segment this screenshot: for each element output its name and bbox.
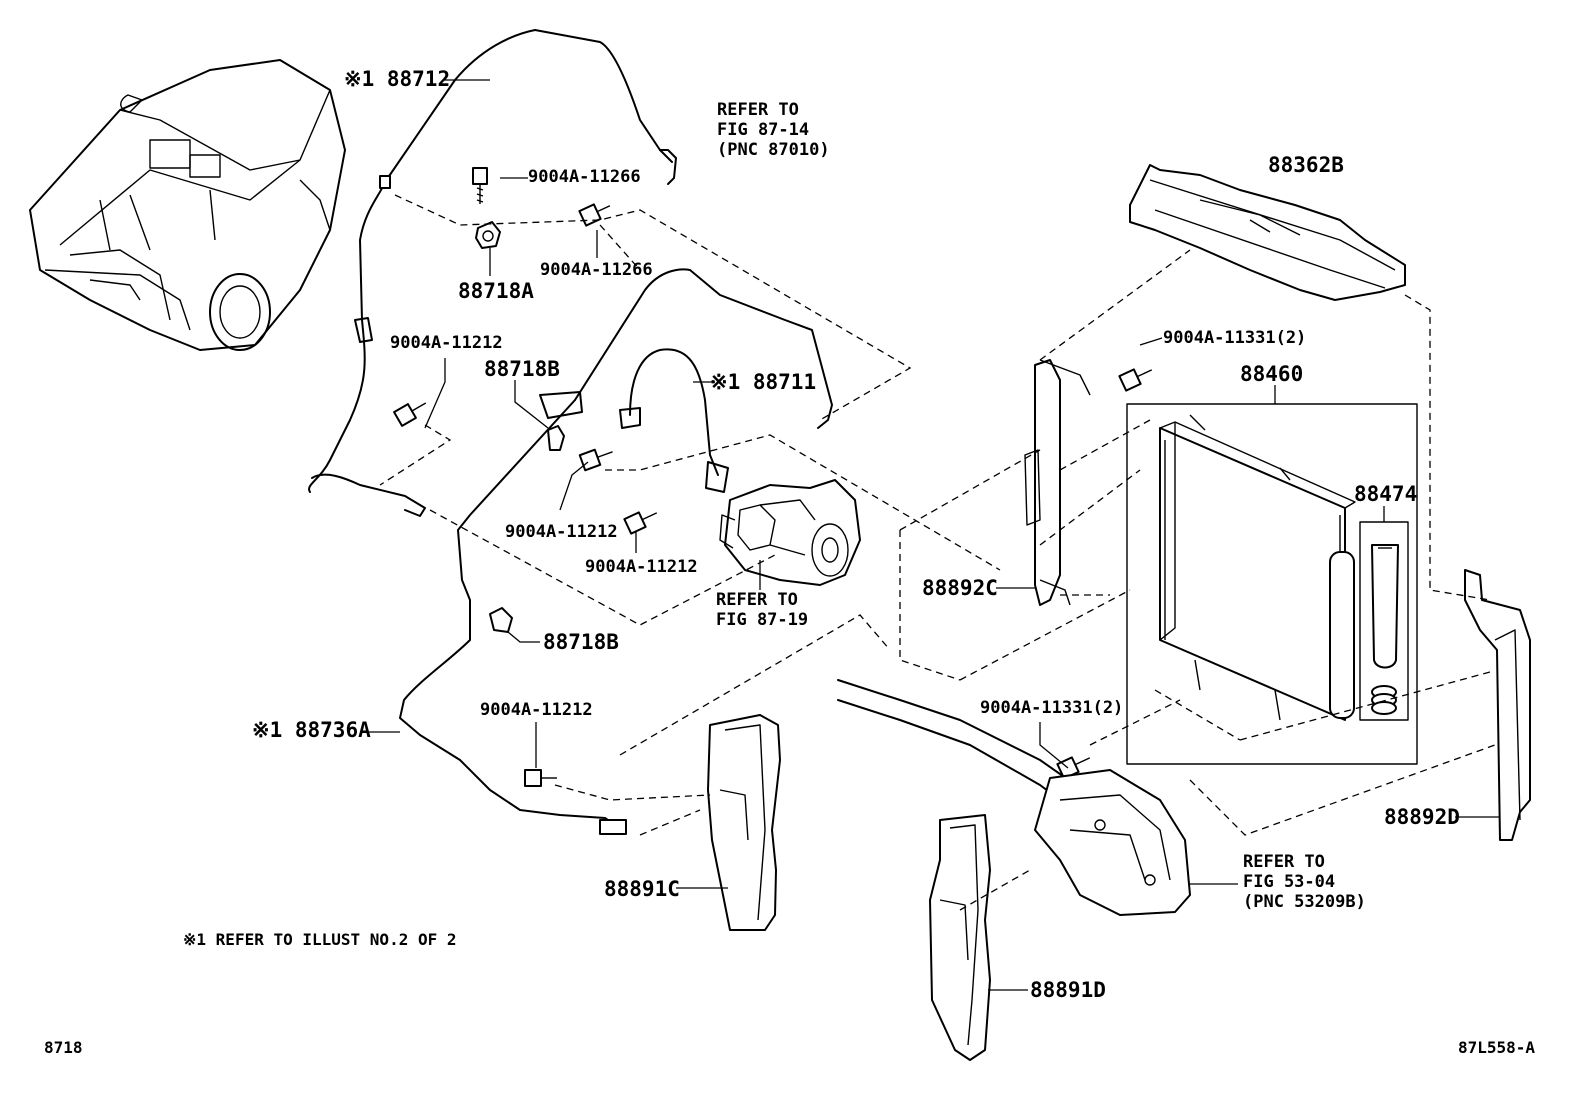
- label-88362B: 88362B: [1268, 153, 1344, 177]
- clip-88718B-top: [547, 425, 565, 451]
- label-88711: ※1 88711: [710, 370, 817, 394]
- reference-fig-87-14[interactable]: REFER TO FIG 87-14 (PNC 87010): [717, 100, 830, 160]
- condenser-88460: [1159, 414, 1356, 721]
- label-bolt-9004A-11266-a: 9004A-11266: [528, 167, 641, 187]
- condenser-assembly-box: [1126, 403, 1418, 765]
- reference-fig-87-19[interactable]: REFER TO FIG 87-19: [716, 590, 809, 630]
- liquid-tube-88736A: [399, 391, 627, 835]
- label-88718A: 88718A: [458, 279, 534, 303]
- label-88474: 88474: [1354, 482, 1418, 506]
- label-bolt-9004A-11331-a: 9004A-11331(2): [1163, 328, 1307, 348]
- page-code-left: 8718: [44, 1038, 83, 1057]
- compressor: [719, 479, 861, 586]
- label-88718B-bottom: 88718B: [543, 630, 619, 654]
- label-88736A: ※1 88736A: [252, 718, 371, 742]
- label-bolt-9004A-11212-d: 9004A-11212: [480, 700, 593, 720]
- label-88891C: 88891C: [604, 877, 680, 901]
- footnote: ※1 REFER TO ILLUST NO.2 OF 2: [183, 930, 457, 949]
- bracket-88892C: [1024, 359, 1091, 606]
- label-88891D: 88891D: [1030, 978, 1106, 1002]
- bracket-88892D: [1464, 569, 1531, 841]
- label-88892C: 88892C: [922, 576, 998, 600]
- dashed-assembly-lines: [379, 194, 1496, 911]
- label-88892D: 88892D: [1384, 805, 1460, 829]
- leader-lines: [360, 79, 1500, 991]
- label-bolt-9004A-11212-a: 9004A-11212: [390, 333, 503, 353]
- receiver-88474: [1371, 544, 1399, 715]
- discharge-hose-88712: [308, 29, 677, 517]
- label-bolt-9004A-11331-b: 9004A-11331(2): [980, 698, 1124, 718]
- reference-fig-53-04[interactable]: REFER TO FIG 53-04 (PNC 53209B): [1243, 852, 1366, 912]
- label-bolt-9004A-11212-b: 9004A-11212: [505, 522, 618, 542]
- seal-88891C: [707, 714, 781, 931]
- vehicle-locator-illustration: [29, 59, 346, 351]
- suction-hose-88711: [574, 268, 833, 493]
- label-bolt-9004A-11212-c: 9004A-11212: [585, 557, 698, 577]
- label-88712: ※1 88712: [344, 67, 451, 91]
- seal-88891D: [929, 814, 991, 1061]
- page-code-right: 87L558-A: [1458, 1038, 1536, 1057]
- clip-88718B-bottom: [489, 607, 513, 633]
- clip-88718A: [475, 221, 501, 249]
- label-bolt-9004A-11266-b: 9004A-11266: [540, 260, 653, 280]
- label-88460: 88460: [1240, 362, 1304, 386]
- crossmember: [837, 679, 1191, 916]
- label-88718B-top: 88718B: [484, 357, 560, 381]
- support-88362B: [1129, 164, 1406, 301]
